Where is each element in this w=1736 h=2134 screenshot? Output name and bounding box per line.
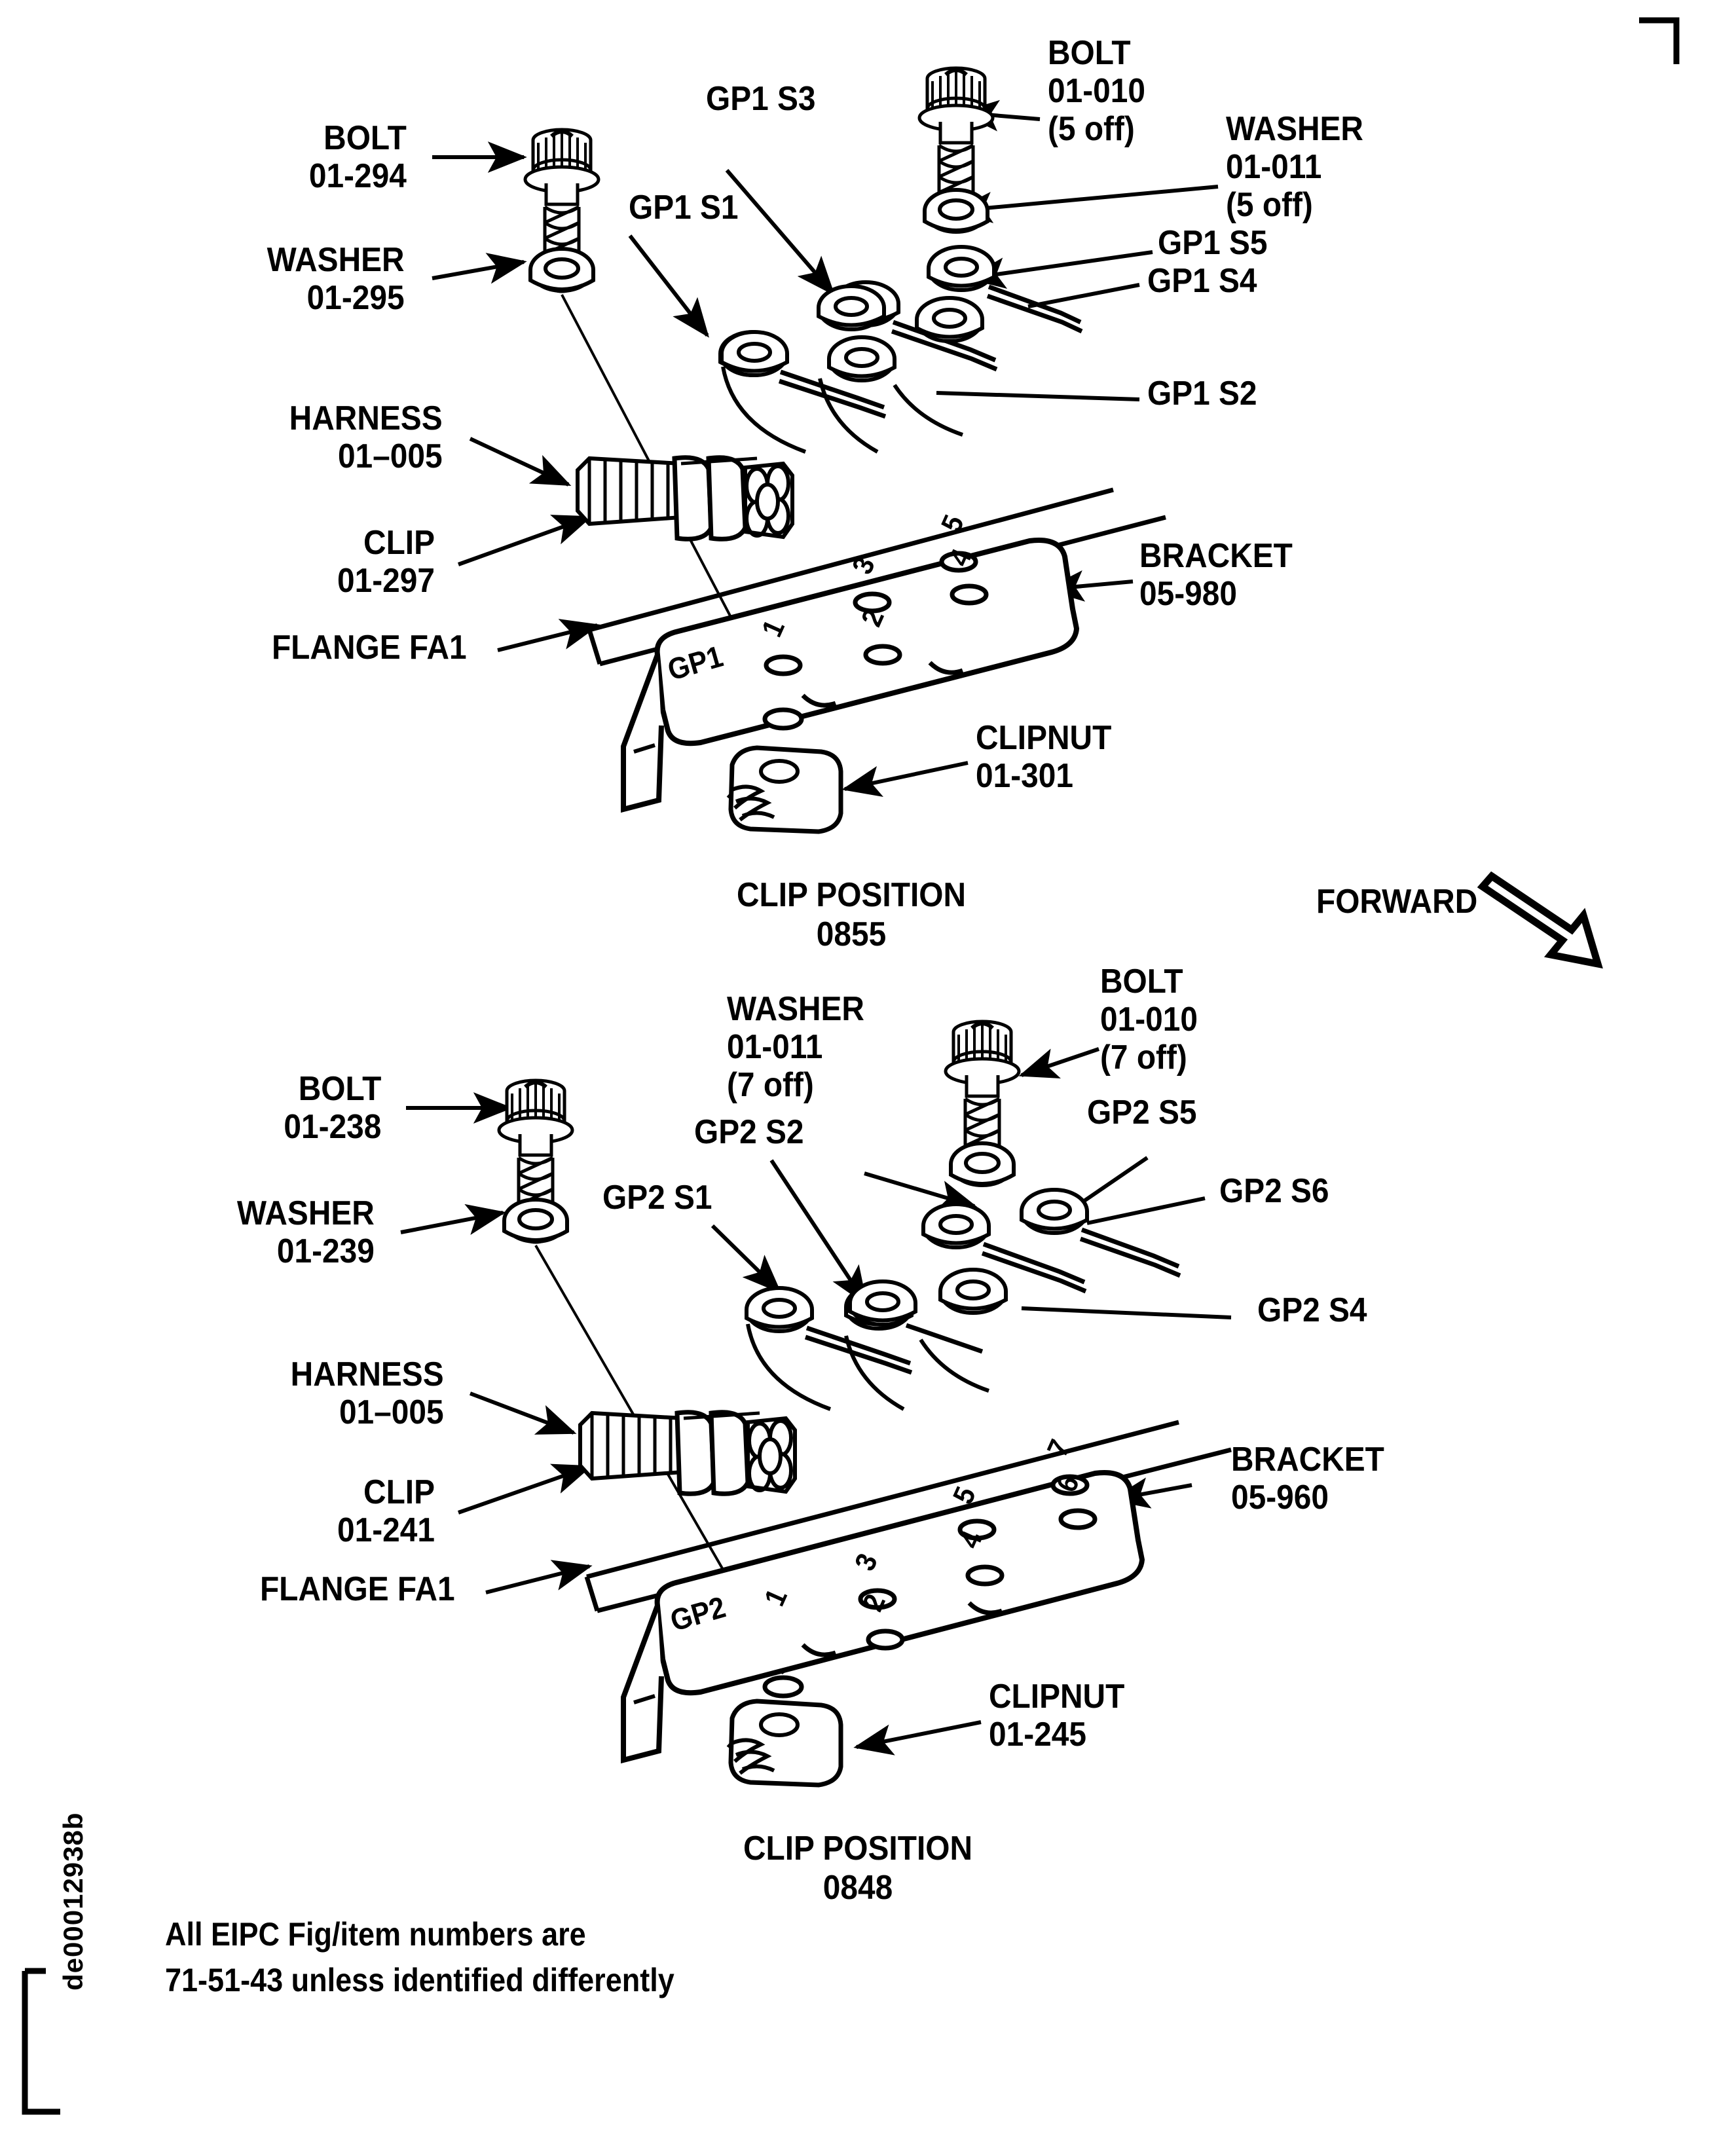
- leader-gp1-s3: [725, 169, 836, 296]
- washer-01-239-icon: [504, 1200, 567, 1242]
- gp2-lug-s6: [1022, 1190, 1181, 1278]
- leader-gp2-s4: [1021, 1306, 1232, 1319]
- gp1-lug-s2: [720, 332, 887, 419]
- leader-gp2-s2: [769, 1159, 868, 1306]
- leader-gp1-s2: [936, 391, 1140, 401]
- label-clip-01-297: CLIP 01-297: [337, 524, 435, 600]
- leader-clip-01-241: [458, 1463, 593, 1515]
- gp1-lug-s5: [929, 247, 1083, 334]
- leader-gp2-s6: [1086, 1196, 1206, 1225]
- label-gp1-s5: GP1 S5: [1158, 224, 1268, 262]
- label-harness-01-005-gp2: HARNESS 01–005: [290, 1355, 444, 1432]
- gp1-assembly: [432, 68, 1219, 832]
- washer-01-011-icon-gp1: [925, 190, 988, 232]
- leader-clipnut-01-245: [853, 1720, 982, 1756]
- leader-clipnut-01-301: [841, 761, 969, 797]
- label-washer-01-295: WASHER 01-295: [267, 241, 405, 318]
- label-clip-position-gp1: CLIP POSITION: [736, 876, 967, 914]
- leader-clip-01-297: [457, 515, 593, 566]
- label-washer-01-011-gp2: WASHER 01-011 (7 off): [727, 990, 864, 1105]
- leader-washer-01-239: [400, 1204, 506, 1235]
- label-bolt-01-238: BOLT 01-238: [284, 1070, 382, 1147]
- label-clip-position-value-gp2: 0848: [822, 1869, 893, 1907]
- bracket-05-960-icon: [621, 1470, 1145, 1764]
- label-bracket-05-960: BRACKET 05-960: [1231, 1441, 1384, 1517]
- label-flange-fa1-gp1: FLANGE FA1: [271, 629, 467, 667]
- leader-bolt-01-010-gp2: [1018, 1047, 1099, 1079]
- label-gp2-s6: GP2 S6: [1219, 1172, 1329, 1210]
- label-clipnut-01-301: CLIPNUT 01-301: [976, 719, 1112, 796]
- label-clip-position-gp2: CLIP POSITION: [743, 1830, 973, 1867]
- note-line-1: All EIPC Fig/item numbers are: [165, 1916, 586, 1953]
- harness-01-005-icon-gp2: [578, 1410, 797, 1496]
- label-clipnut-01-245: CLIPNUT 01-245: [989, 1678, 1125, 1754]
- figure-id: de00012938b: [58, 1812, 88, 1991]
- label-flange-fa1-gp2: FLANGE FA1: [259, 1570, 455, 1608]
- crop-mark-top-right: [1639, 17, 1680, 64]
- leader-gp1-s5: [966, 250, 1153, 289]
- gp2-assembly: [400, 1021, 1232, 1785]
- gp1-lug-s1: [722, 332, 787, 375]
- washer-01-011-icon-gp2: [951, 1143, 1014, 1185]
- gp1-lug-s3: [819, 286, 884, 329]
- gp2-lug-s3: [846, 1285, 984, 1354]
- gp1-lug-extra: [829, 337, 895, 380]
- crop-mark-bottom-left: [22, 1968, 60, 2115]
- bracket-05-980-icon: [621, 538, 1080, 813]
- label-bolt-01-010-gp2: BOLT 01-010 (7 off): [1100, 963, 1198, 1077]
- gp2-lug-s1: [747, 1288, 913, 1375]
- gp1-lug-s1b: [917, 298, 982, 341]
- label-harness-01-005-gp1: HARNESS 01–005: [289, 399, 443, 476]
- clipnut-01-301-icon: [731, 748, 841, 832]
- harness-01-005-icon-gp1: [576, 455, 794, 542]
- leader-harness-01-005-gp2: [469, 1391, 577, 1435]
- gp2-lug-s2: [850, 1281, 915, 1325]
- label-gp2-s5: GP2 S5: [1087, 1094, 1197, 1131]
- label-clip-position-value-gp1: 0855: [816, 915, 887, 953]
- leader-gp1-s1: [628, 234, 709, 338]
- washer-01-295-icon: [530, 249, 593, 291]
- label-bolt-01-294: BOLT 01-294: [308, 119, 407, 196]
- label-washer-01-011-gp1: WASHER 01-011 (5 off): [1226, 110, 1363, 225]
- leader-gp1-s4: [1027, 283, 1140, 308]
- label-washer-01-239: WASHER 01-239: [236, 1194, 375, 1271]
- gp2-lug-s4: [940, 1270, 1006, 1313]
- leader-gp2-s1: [711, 1224, 782, 1294]
- label-gp1-s4: GP1 S4: [1147, 262, 1257, 300]
- clipnut-01-245-icon: [731, 1701, 841, 1785]
- label-gp2-s1: GP2 S1: [602, 1179, 712, 1217]
- leader-washer-01-295: [432, 253, 527, 284]
- label-gp2-s2: GP2 S2: [694, 1113, 804, 1151]
- label-gp1-s1: GP1 S1: [629, 189, 739, 227]
- leader-flange-fa1: [497, 619, 600, 652]
- label-gp1-s3: GP1 S3: [706, 80, 816, 118]
- forward-label: FORWARD: [1316, 883, 1478, 921]
- label-bolt-01-010-gp1: BOLT 01-010 (5 off): [1048, 34, 1145, 149]
- leader-washer-01-011-gp2: [864, 1171, 978, 1211]
- label-gp1-s2: GP1 S2: [1147, 375, 1257, 413]
- leader-washer-01-011: [953, 185, 1219, 223]
- label-bracket-05-980: BRACKET 05-980: [1139, 537, 1293, 614]
- note-line-2: 71-51-43 unless identified differently: [165, 1962, 674, 1998]
- forward-arrow-icon: [1477, 871, 1603, 969]
- label-clip-01-241: CLIP 01-241: [337, 1473, 435, 1550]
- gp2-lug-s5: [923, 1204, 1087, 1294]
- leader-harness-01-005: [469, 437, 572, 487]
- leader-flange-fa1-gp2: [485, 1560, 593, 1594]
- label-gp2-s4: GP2 S4: [1257, 1291, 1367, 1329]
